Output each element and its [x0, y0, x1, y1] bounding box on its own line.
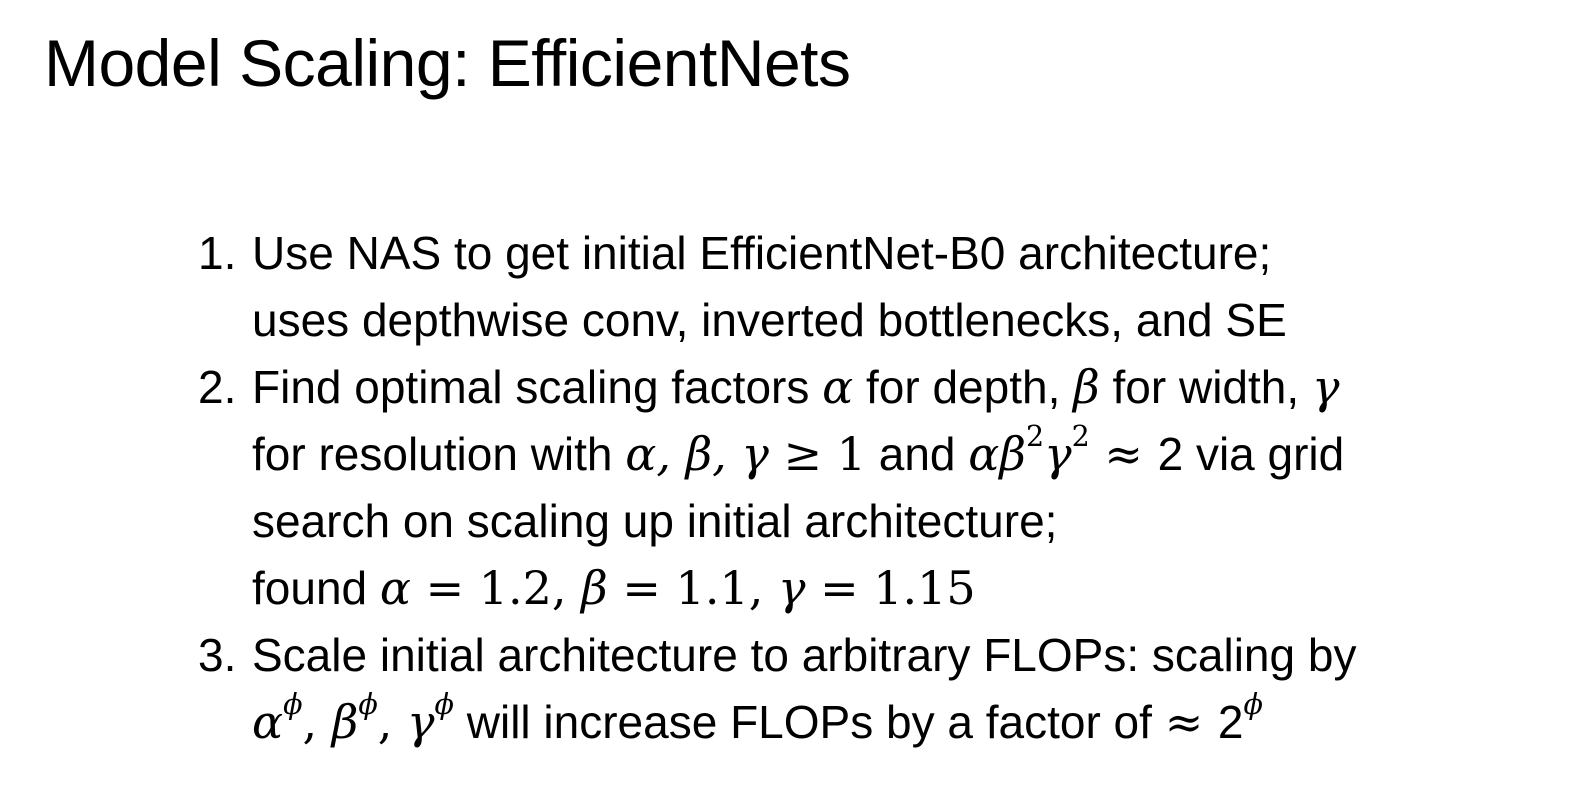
item-2-line-2-text-a: for resolution with [252, 428, 626, 480]
two-base: 2 [1217, 696, 1244, 748]
item-2-line-4: found α = 1.2, β = 1.1, γ = 1.15 [252, 555, 1528, 622]
list-item-1: 1. Use NAS to get initial EfficientNet-B… [198, 220, 1528, 354]
beta-symbol: β [1073, 360, 1100, 414]
constraint-expression: αβ2γ2 [968, 422, 1089, 481]
gamma-square: 2 [1071, 419, 1090, 453]
gamma-symbol: γ [1311, 360, 1340, 414]
item-2-line-1-text-a: Find optimal scaling factors [252, 361, 823, 413]
item-3-line-2-text: will increase FLOPs by a factor of [453, 696, 1165, 748]
item-2-line-3: search on scaling up initial architectur… [252, 495, 1058, 547]
item-2-line-2-text-b: and [865, 428, 969, 480]
item-1-line-1: Use NAS to get initial EfficientNet-B0 a… [252, 227, 1272, 279]
item-number-3: 3. [198, 629, 237, 681]
geq-one: ≥ 1 [768, 427, 866, 481]
two-exponent: ϕ [1243, 687, 1263, 721]
item-2-line-2: for resolution with α, β, γ ≥ 1 and αβ2γ… [252, 421, 1528, 488]
item-3-line-1: Scale initial architecture to arbitrary … [252, 629, 1357, 681]
gamma-base: γ [407, 695, 435, 749]
found-beta: β [581, 561, 608, 615]
approx-symbol: ≈ [1089, 427, 1158, 481]
item-number-2: 2. [198, 361, 237, 413]
item-2-line-4-text: found [252, 562, 380, 614]
beta-square: 2 [1025, 419, 1045, 453]
item-2-line-2-text-c: 2 via grid [1157, 428, 1345, 480]
item-2-line-1-text-b: for depth, [853, 361, 1074, 413]
alpha-base: α [252, 695, 284, 749]
list-item-2: 2. Find optimal scaling factors α for de… [198, 354, 1528, 622]
comma-1: , [302, 695, 332, 749]
approx-symbol-2: ≈ [1164, 695, 1218, 749]
alpha-symbol: α [822, 360, 854, 414]
beta-phi: βϕ [331, 690, 378, 749]
found-alpha-value: = 1.2, [410, 561, 582, 615]
gamma-phi: γϕ [407, 690, 454, 749]
list-item-3: 3. Scale initial architecture to arbitra… [198, 622, 1528, 756]
constraint-gamma: γ [1044, 427, 1072, 481]
item-2-line-1: Find optimal scaling factors α for depth… [252, 354, 1528, 421]
item-2-line-1-text-c: for width, [1099, 361, 1312, 413]
found-beta-value: = 1.1, [607, 561, 778, 615]
scaling-vars: α, β, γ [625, 427, 769, 481]
constraint-alpha-beta: αβ [968, 427, 1026, 481]
gamma-exponent: ϕ [434, 687, 454, 721]
found-gamma: γ [777, 561, 806, 615]
found-gamma-value: = 1.15 [805, 561, 976, 615]
item-3-line-2: αϕ, βϕ, γϕ will increase FLOPs by a fact… [252, 689, 1528, 756]
found-alpha: α [379, 561, 411, 615]
slide-title: Model Scaling: EfficientNets [44, 26, 851, 100]
beta-exponent: ϕ [358, 687, 378, 721]
item-1-line-2: uses depthwise conv, inverted bottleneck… [252, 294, 1287, 346]
beta-base: β [331, 695, 359, 749]
item-number-1: 1. [198, 227, 237, 279]
bullet-list: 1. Use NAS to get initial EfficientNet-B… [198, 220, 1528, 756]
comma-2: , [377, 695, 408, 749]
alpha-exponent: ϕ [283, 687, 303, 721]
alpha-phi: αϕ [252, 690, 303, 749]
